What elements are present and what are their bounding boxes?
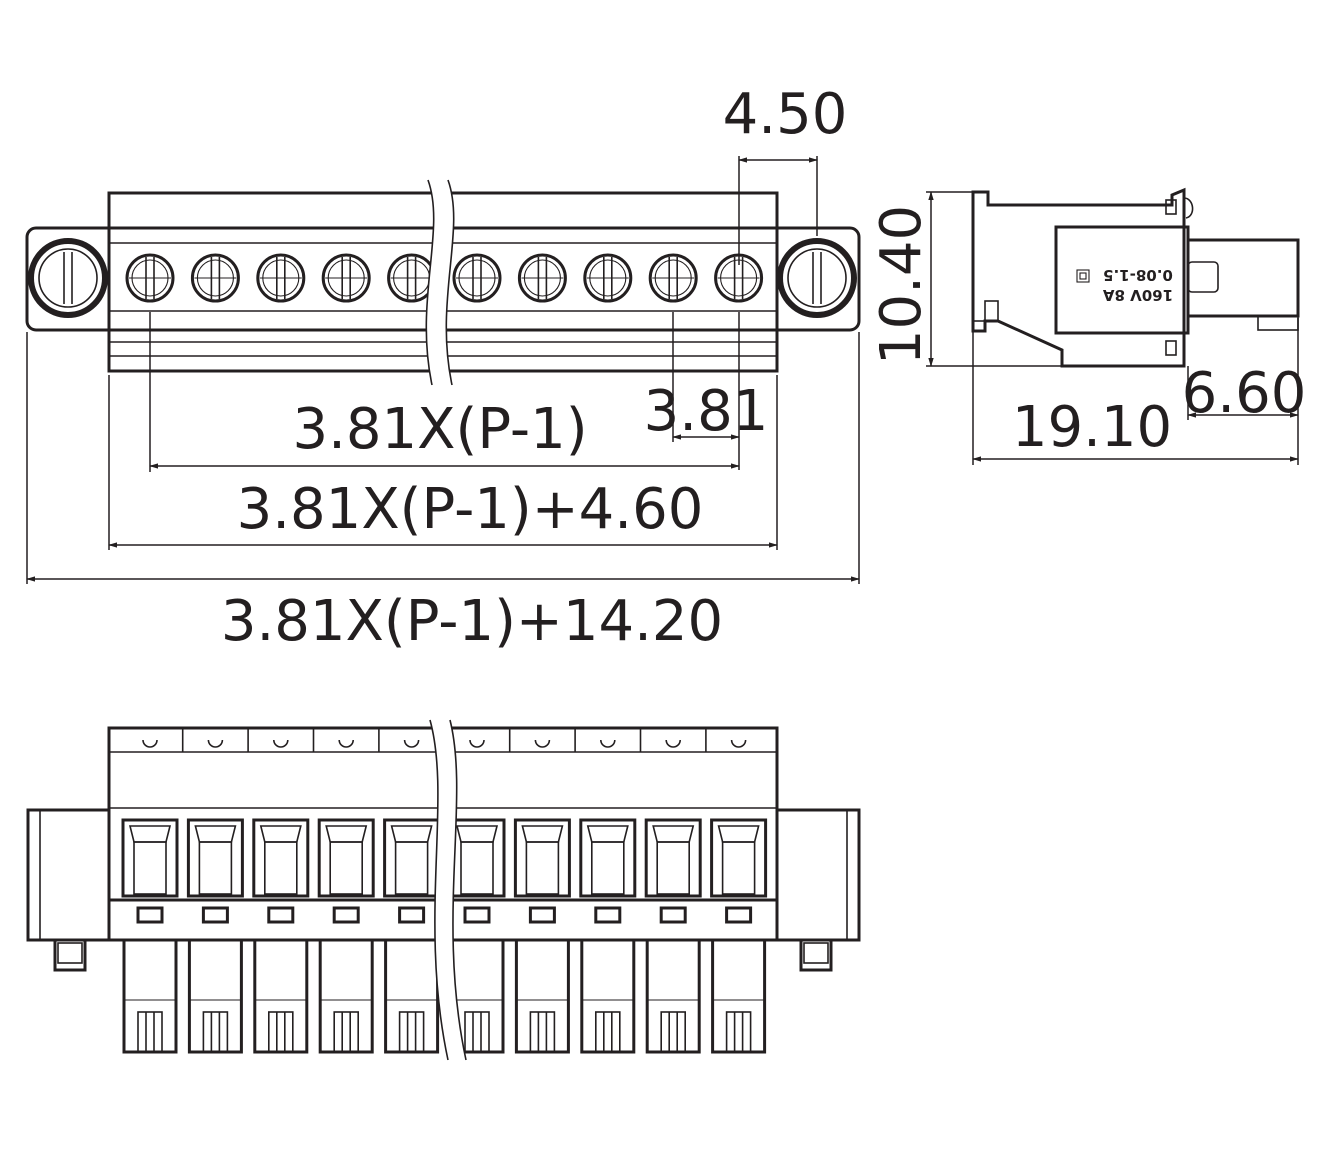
marking-rating: 160V 8A (1103, 286, 1174, 304)
front-dimensions: 4.50 3.81 3.81X(P-1) 3.81X(P-1)+4.60 3.8… (26, 82, 860, 654)
marking-wire-range: 0.08-1.5 (1103, 266, 1173, 284)
dim-body-length: 3.81X(P-1)+4.60 (237, 477, 704, 542)
terminal-screw-4 (321, 253, 371, 303)
side-housing-outline (971, 187, 1186, 368)
side-pin (1188, 238, 1300, 318)
side-dimensions: 10.40 19.10 6.60 (869, 191, 1307, 465)
break-mask-front (426, 180, 454, 385)
dim-pitch: 3.81 (644, 379, 769, 444)
break-mask-bottom (430, 720, 466, 1060)
dim-depth: 19.10 (1012, 395, 1172, 460)
terminal-screw-1 (125, 253, 175, 303)
dim-inner-span: 3.81X(P-1) (292, 397, 587, 462)
terminal-screw-7 (517, 253, 567, 303)
bottom-terminal-9 (639, 728, 702, 1054)
terminal-screw-8 (583, 253, 633, 303)
front-view (25, 179, 861, 386)
bottom-view (26, 719, 861, 1061)
side-label-plate (1054, 225, 1190, 335)
dim-pin-length: 6.60 (1182, 361, 1307, 426)
mounting-screw-right (777, 238, 857, 318)
terminal-screw-2 (190, 253, 240, 303)
mounting-screw-left (28, 238, 108, 318)
bottom-terminal-7 (508, 728, 571, 1054)
terminal-screw-3 (256, 253, 306, 303)
front-terminal-screws (125, 253, 764, 303)
bottom-terminal-10 (705, 728, 768, 1054)
side-view: 160V 8A 0.08-1.5 (971, 187, 1300, 368)
bottom-terminal-8 (574, 728, 637, 1054)
dim-height: 10.40 (869, 205, 934, 365)
dim-overall-length: 3.81X(P-1)+14.20 (221, 589, 723, 654)
bottom-terminal-2 (181, 728, 244, 1054)
bottom-terminal-5 (378, 728, 441, 1054)
bottom-terminal-4 (312, 728, 375, 1054)
terminal-screw-6 (452, 253, 502, 303)
bottom-terminal-3 (247, 728, 310, 1054)
terminal-screw-9 (648, 253, 698, 303)
bottom-terminal-1 (121, 739, 179, 1054)
dim-screw-offset: 4.50 (723, 82, 848, 147)
